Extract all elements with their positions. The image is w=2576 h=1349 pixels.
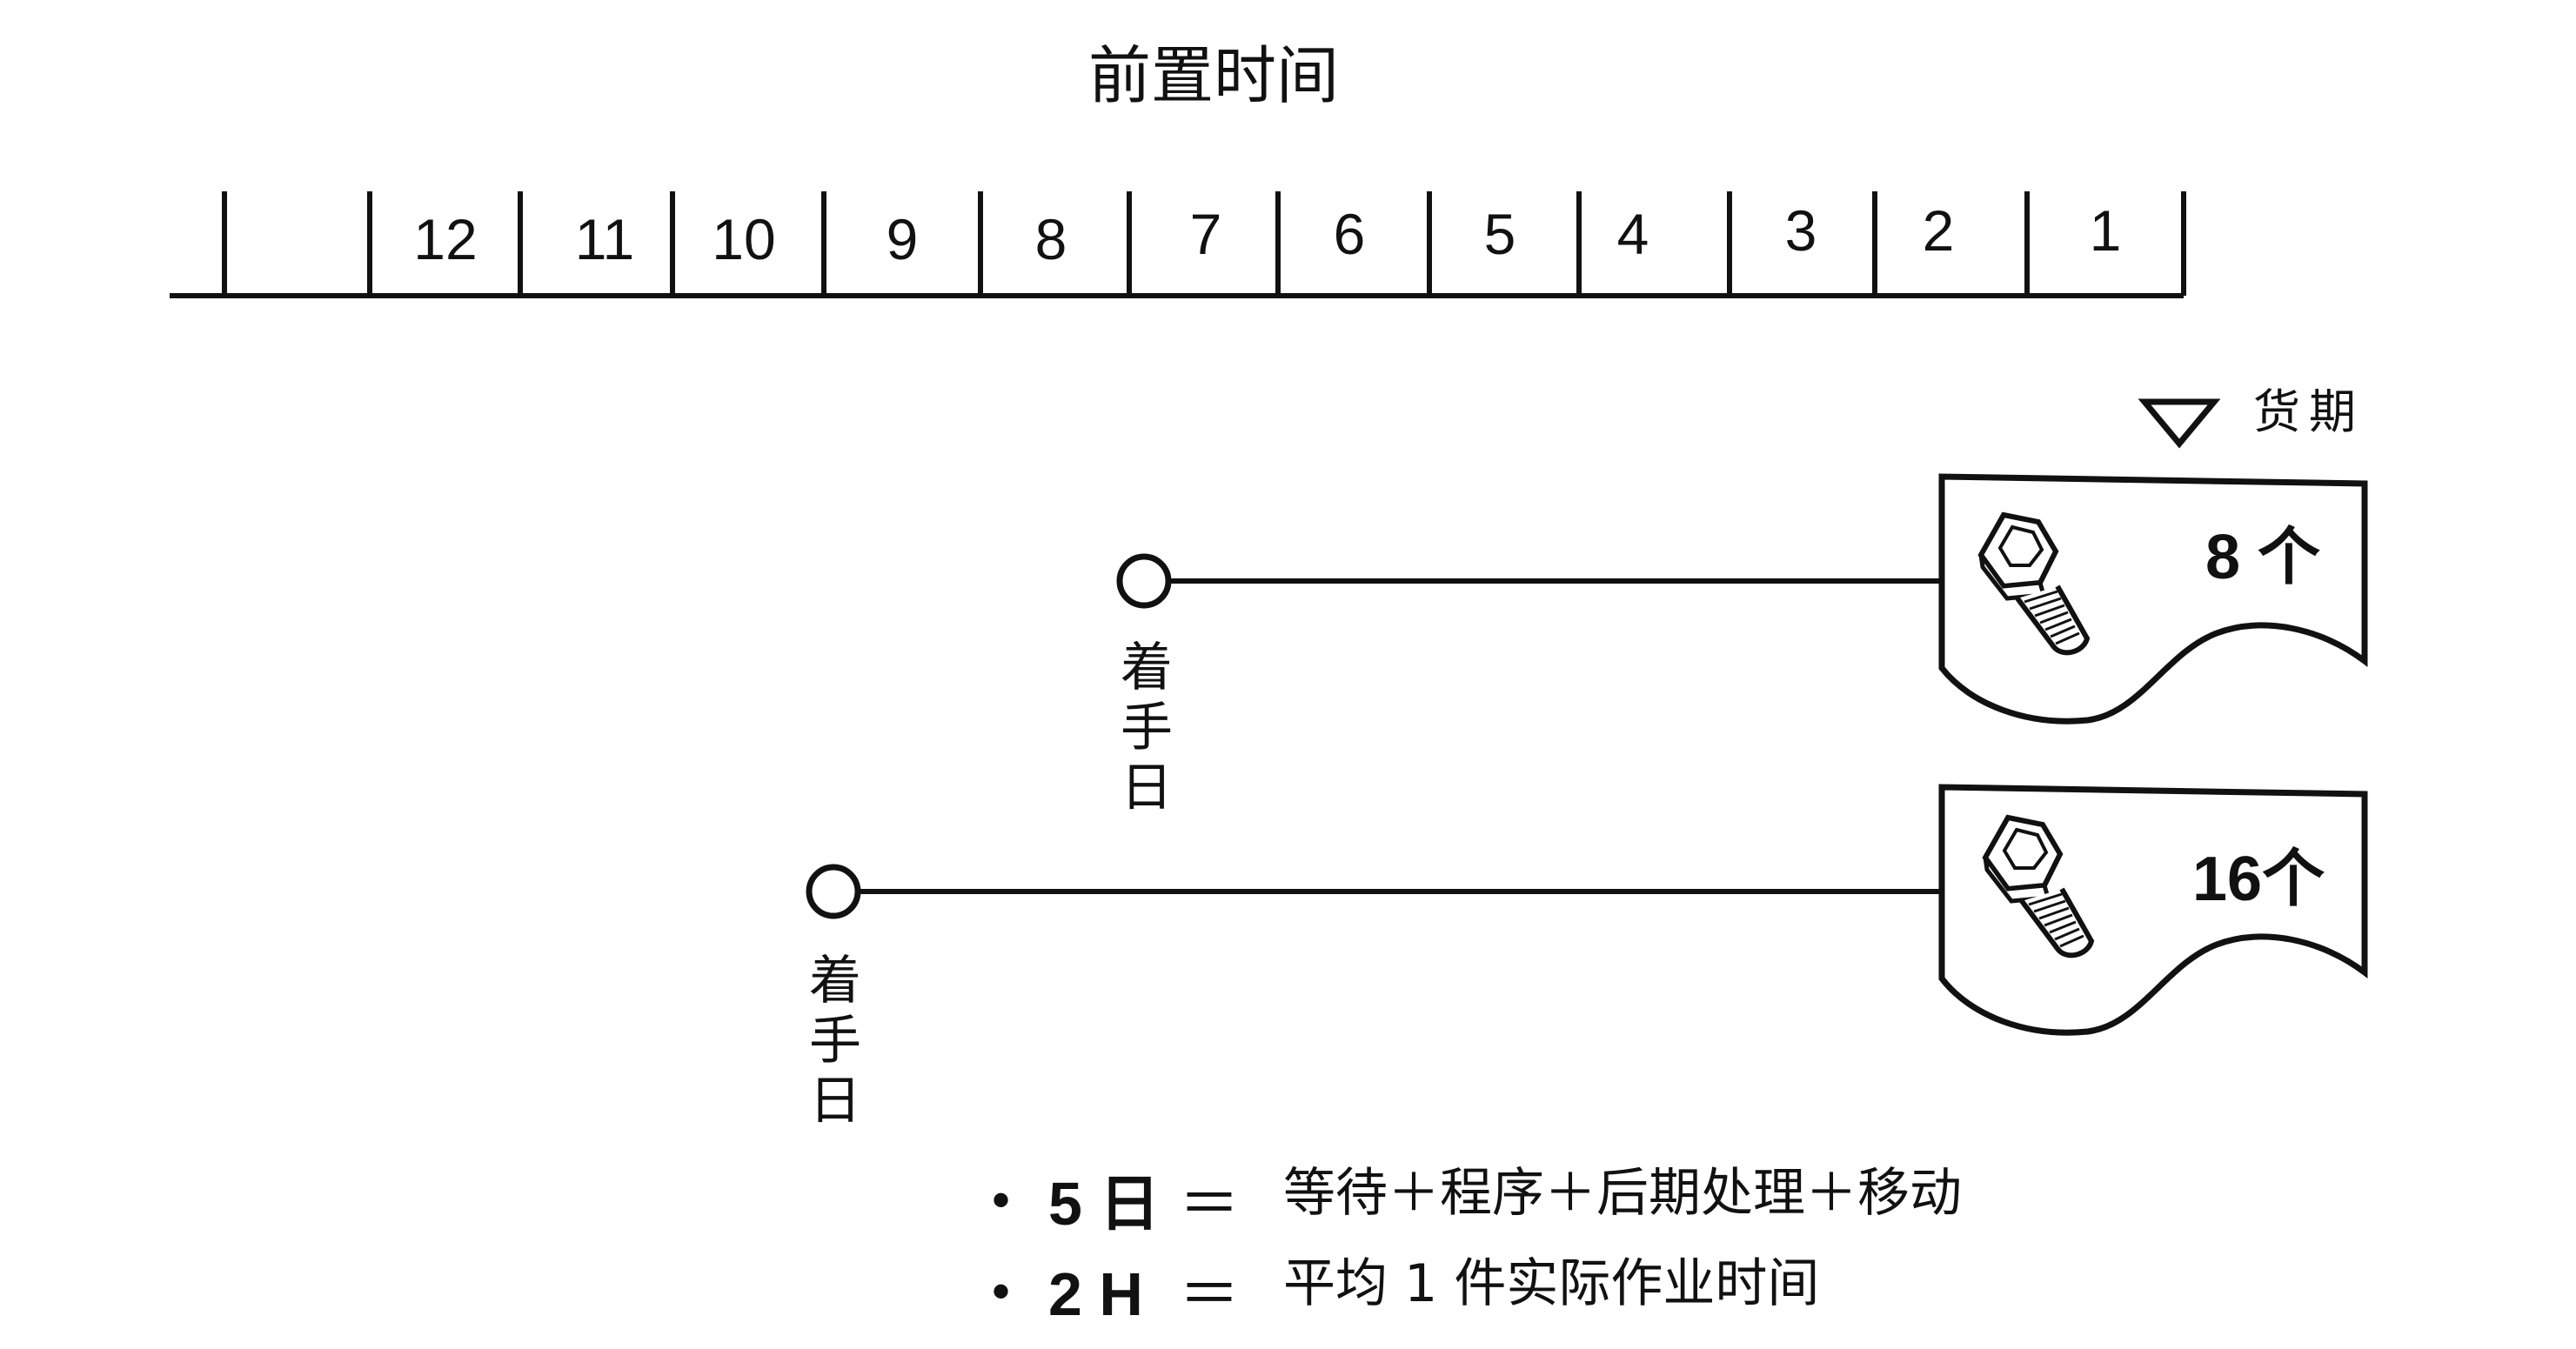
bolt-icon (1977, 511, 2091, 656)
start-date-label-char: 着 (1121, 638, 1173, 698)
start-date-label-char: 手 (1121, 698, 1173, 758)
start-date-marker (806, 864, 861, 919)
quantity-label: 16个 (2192, 845, 2325, 914)
timeline: 12 11 10 9 8 7 6 5 4 3 2 1 (170, 191, 2186, 298)
note-text: 平均 1 件实际作业时间 (1283, 1253, 1819, 1314)
note-bullet: • (992, 1171, 1010, 1229)
timeline-tick-label: 12 (413, 207, 477, 271)
timeline-tick-label: 1 (2090, 198, 2122, 263)
delivery-marker: 货期 (2138, 384, 2365, 449)
lot-row: 着 手 日 8 个 (1116, 473, 2368, 818)
quantity-label: 8 个 (2205, 523, 2320, 592)
start-date-marker (1116, 553, 1172, 609)
note-equals: ＝ (1179, 1259, 1240, 1330)
start-date-label-char: 手 (809, 1011, 861, 1072)
diagram-title: 前置时间 (1088, 39, 1339, 112)
timeline-tick-label: 11 (575, 207, 635, 271)
note-text: 等待＋程序＋后期处理＋移动 (1283, 1163, 1962, 1224)
timeline-tick-label: 4 (1617, 202, 1649, 266)
note-equals: ＝ (1179, 1168, 1240, 1239)
timeline-tick-label: 8 (1035, 207, 1067, 271)
timeline-tick-label: 5 (1484, 202, 1516, 266)
delivery-label: 货期 (2253, 384, 2365, 439)
timeline-tick-label: 10 (712, 207, 775, 271)
timeline-tick-label: 3 (1785, 198, 1817, 263)
timeline-tick-label: 6 (1334, 202, 1366, 266)
timeline-tick-label: 9 (887, 207, 919, 271)
notes: • 5 日 ＝ 等待＋程序＋后期处理＋移动 • 2 H ＝ 平均 1 件实际作业… (992, 1163, 1962, 1330)
bolt-icon (1982, 814, 2095, 958)
note-bullet: • (992, 1262, 1010, 1320)
note-key: 5 日 (1048, 1170, 1160, 1238)
lot-row: 着 手 日 16个 (806, 784, 2368, 1132)
delivery-triangle-icon (2138, 398, 2221, 449)
note-key: 2 H (1048, 1260, 1143, 1328)
timeline-tick-label: 7 (1190, 202, 1222, 266)
start-date-label-char: 日 (809, 1071, 861, 1132)
start-date-label-char: 日 (1121, 758, 1173, 818)
start-date-label-char: 着 (809, 951, 861, 1012)
timeline-tick-label: 2 (1923, 198, 1955, 263)
